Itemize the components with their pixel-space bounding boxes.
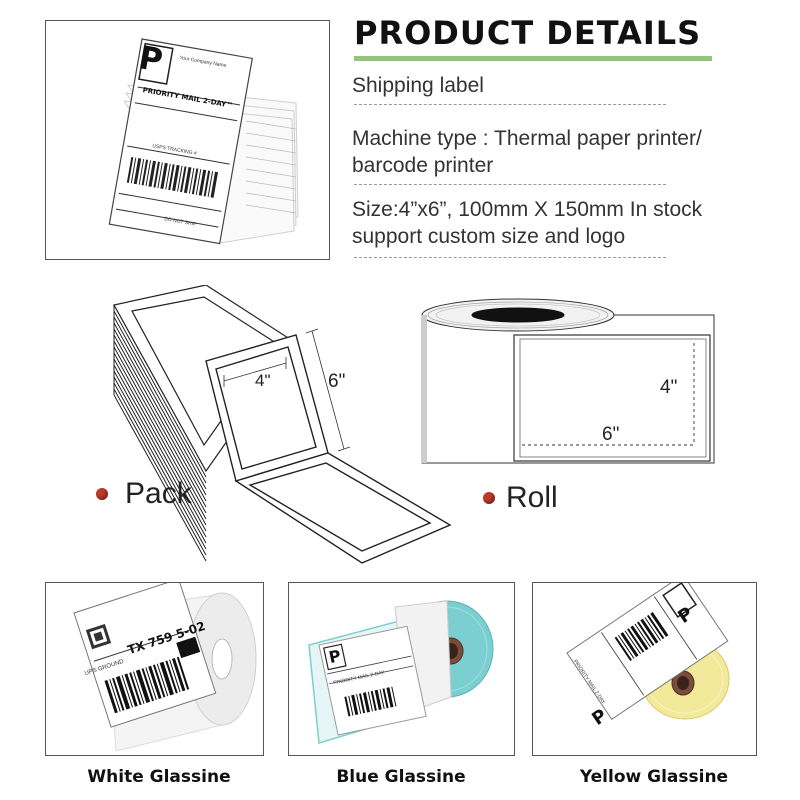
spec-product-type: Shipping label xyxy=(352,74,484,97)
blue-roll-illustration xyxy=(308,600,494,744)
spec-machine-type: Machine type : Thermal paper printer/ xyxy=(352,127,702,150)
spec-size: Size:4”x6”, 100mm X 150mm In stock xyxy=(352,198,703,221)
page-title: PRODUCT DETAILS xyxy=(354,14,702,52)
pack-width-dim: 4" xyxy=(255,371,271,390)
label-stack-illustration xyxy=(108,38,299,245)
variant-white-caption: White Glassine xyxy=(87,767,231,787)
variant-blue-frame: P PRIORITY MAIL 2-DAY xyxy=(288,582,515,756)
pack-label: Pack xyxy=(125,477,192,510)
variant-yellow-caption: Yellow Glassine xyxy=(579,767,729,787)
roll-label: Roll xyxy=(506,481,558,514)
spec-size-cont: support custom size and logo xyxy=(352,225,626,248)
pack-bullet-icon xyxy=(96,488,108,500)
pack-height-dim: 6" xyxy=(328,371,346,392)
spec-divider xyxy=(354,104,666,105)
yellow-roll-illustration xyxy=(566,583,730,721)
spec-machine-type-cont: barcode printer xyxy=(352,154,494,177)
roll-length-dim: 6" xyxy=(602,424,620,445)
variant-blue-caption: Blue Glassine xyxy=(336,767,466,787)
roll-bullet-icon xyxy=(483,492,495,504)
roll-diagram xyxy=(421,298,715,464)
white-roll-illustration xyxy=(73,583,257,752)
hero-image-frame: P Your Company Name PRIORITY MAIL 2-DAY™… xyxy=(45,20,330,260)
spec-divider xyxy=(354,257,666,258)
spec-divider xyxy=(354,184,666,185)
roll-width-dim: 4" xyxy=(660,377,678,398)
pack-diagram xyxy=(113,285,452,564)
variant-white-frame: TX 759 5-02 UPS GROUND xyxy=(45,582,264,756)
title-accent-bar xyxy=(354,56,712,61)
variant-yellow-frame: P P PRIORITY MAIL 2-DAY xyxy=(532,582,757,756)
